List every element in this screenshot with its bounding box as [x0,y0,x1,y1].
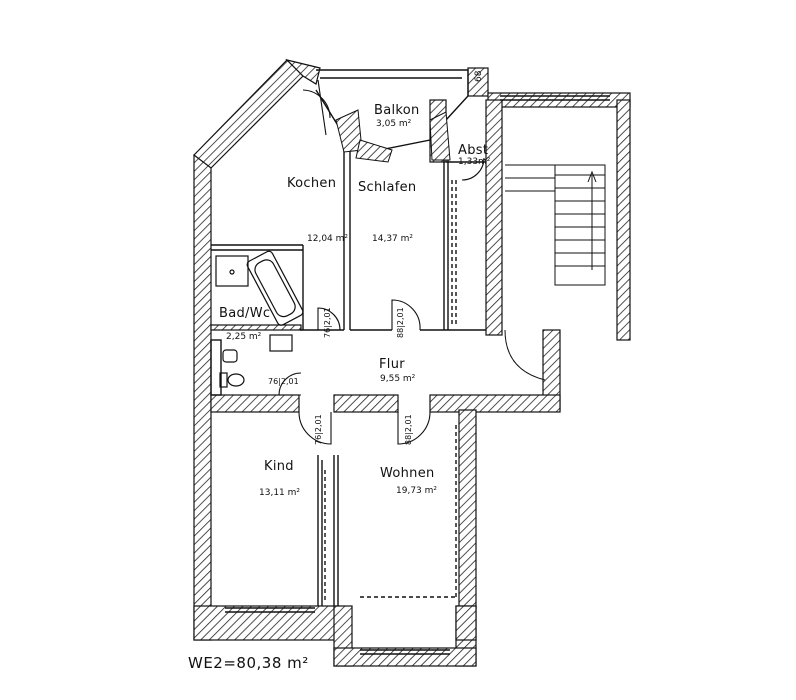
room-area-wohnen: 19,73 m² [396,486,438,496]
door-label-kind: 76|2,01 [314,414,323,445]
wall-flur-bottom-left [210,394,300,413]
wall-stair-right [616,99,631,341]
door-label-schlafen: 88|2,01 [396,307,405,338]
room-area-balkon: 3,05 m² [376,119,412,129]
wall-flur-bottom-right [429,394,561,413]
room-label-abst: Abst [458,143,489,158]
room-area-schlafen: 14,37 m² [372,234,414,244]
room-label-bad: Bad/Wc [219,306,271,321]
wall-bath-bottom [210,324,302,331]
door-swings [278,79,485,445]
room-label-kind: Kind [264,459,294,474]
room-area-kind: 13,11 m² [259,488,301,498]
door-label-wohnen: 88|2,01 [404,414,413,445]
wall-wohnen-right [458,409,477,609]
room-label-flur: Flur [379,357,405,372]
room-label-balkon: Balkon [374,103,420,118]
total-area-label: WE2=80,38 m² [188,654,309,672]
door-label-bad: 76|2,01 [268,377,299,386]
wall-left [193,154,212,641]
wall-bottom-left [193,605,340,641]
wall-diagonal [193,59,304,169]
wall-bottom-right [455,605,477,641]
room-label-schlafen: Schlafen [358,180,417,195]
balcony-corners [335,109,451,163]
dimension-label: 68 [474,70,484,82]
room-area-bad: 2,25 m² [226,332,262,342]
room-area-kochen: 12,04 m² [307,234,349,244]
room-area-flur: 9,55 m² [380,374,416,384]
staircase [504,164,606,381]
wall-stair-left [485,99,503,336]
wall-flur-bottom-mid [333,394,399,413]
wall-bay-bottom [333,647,477,667]
room-label-wohnen: Wohnen [380,466,435,481]
bath-fixtures [215,250,304,388]
room-area-abst: 1,33m² [458,157,491,167]
door-label-kochen: 76|2,01 [323,307,332,338]
room-label-kochen: Kochen [287,176,337,191]
wall-kitchen-top [285,58,321,85]
walls [193,58,631,667]
